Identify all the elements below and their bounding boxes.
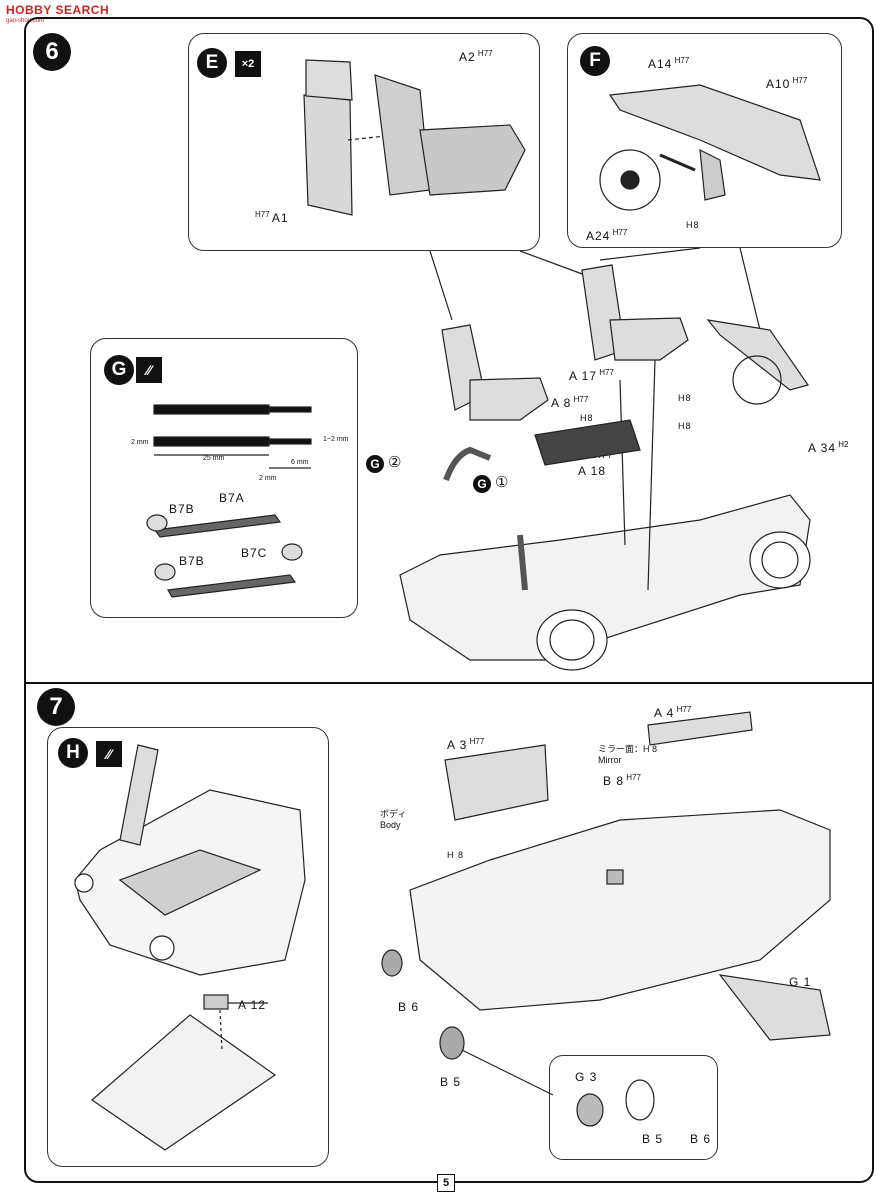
callout-headlight-detail: G 3 B 5 B 6: [549, 1055, 718, 1160]
label-console-paint: H8: [678, 421, 692, 431]
page-number: 5: [437, 1174, 455, 1192]
dim-1-2mm: 1~2 mm: [323, 436, 349, 443]
g1-number: ①: [495, 474, 510, 491]
label-b5: B 5: [440, 1075, 462, 1089]
watermark-url: gao-shou.com: [6, 18, 45, 24]
label-a17-paint: H8: [678, 393, 692, 403]
label-hub-paint: H8: [686, 220, 700, 230]
callout-g-seatbelts: G ⁄⁄ 2 mm 1~2 mm 25 mm 6 mm 2 mm B7B B7A…: [90, 338, 358, 618]
step-7-number: 7: [37, 688, 75, 726]
label-a17: A 17 H77: [569, 368, 614, 383]
label-body-jp: ボディ: [380, 809, 407, 819]
callout-h-hood: H ⁄⁄ A 12: [47, 727, 329, 1167]
label-b6: B 6: [398, 1000, 420, 1014]
label-a12: A 12: [238, 998, 267, 1012]
watermark-logo: HOBBY SEARCH: [6, 3, 110, 17]
label-detail-b5: B 5: [642, 1132, 664, 1146]
cut-tool-icon-h: ⁄⁄: [96, 741, 122, 767]
label-mirror-en: Mirror: [598, 755, 622, 765]
label-a34: A 34 H2: [808, 440, 849, 455]
label-mirror-jp: ミラー面：H 8: [598, 744, 658, 754]
callout-h-badge: H: [58, 738, 88, 768]
label-body-en: Body: [380, 820, 401, 830]
label-a10: A10 H77: [766, 76, 808, 91]
callout-g-badge: G: [104, 355, 134, 385]
label-b7b-2: B7B: [179, 554, 205, 568]
label-a8: A 8 H77: [551, 395, 589, 410]
dim-6mm: 6 mm: [291, 459, 309, 466]
label-a4: A 4 H77: [654, 705, 692, 720]
label-b8: B 8 H77: [603, 773, 641, 788]
label-a8-paint: H8: [580, 413, 594, 423]
callout-f-badge: F: [580, 46, 610, 76]
callout-e-seat: E ×2 A2 H77 H77 A1: [188, 33, 540, 251]
label-g3: G 3: [575, 1070, 598, 1084]
label-b7b-1: B7B: [169, 502, 195, 516]
g1-badge: G: [473, 475, 491, 493]
dim-25mm: 25 mm: [203, 455, 225, 462]
cut-tool-icon: ⁄⁄: [136, 357, 162, 383]
step-6-number: 6: [33, 33, 71, 71]
x2-multiplier-icon: ×2: [235, 51, 261, 77]
label-a14: A14 H77: [648, 56, 690, 71]
dim-2mm-b: 2 mm: [259, 475, 277, 482]
label-h8: H 8: [447, 850, 465, 860]
label-a18: A 18: [578, 464, 607, 478]
label-a2: A2 H77: [459, 49, 493, 64]
label-b7c: B7C: [241, 546, 268, 560]
label-a24: A24 H77: [586, 228, 628, 243]
label-a3: A 3 H77: [447, 737, 485, 752]
callout-f-dashboard: F A14 H77 A10 H77 A24 H77 H8: [567, 33, 842, 248]
label-a18-paint: H77: [594, 450, 614, 460]
label-detail-b6: B 6: [690, 1132, 712, 1146]
g2-number: ②: [388, 454, 403, 471]
step-divider: [24, 682, 874, 684]
label-a1: H77 A1: [255, 210, 289, 225]
dim-2mm-a: 2 mm: [131, 439, 149, 446]
callout-e-badge: E: [197, 48, 227, 78]
label-b7a: B7A: [219, 491, 245, 505]
label-g1: G 1: [789, 975, 812, 989]
g2-badge: G: [366, 455, 384, 473]
